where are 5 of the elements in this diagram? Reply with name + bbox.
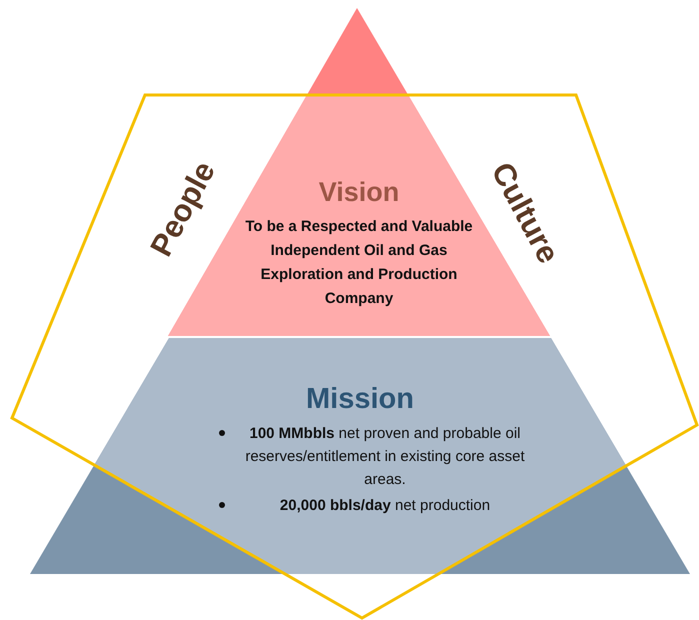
section-title: Mission xyxy=(305,382,415,416)
vision-statement: To be a Respected and Valuable Independent Oil and Gas Exploration and Production Company xyxy=(244,217,474,309)
bullet-text: 20,000 bbls/day net production xyxy=(278,496,492,516)
bullet-text: 100 MMbbls net proven and probable oil reserves/entitlement in existing core asset areas. xyxy=(244,424,526,490)
section-title: Vision xyxy=(318,176,400,208)
